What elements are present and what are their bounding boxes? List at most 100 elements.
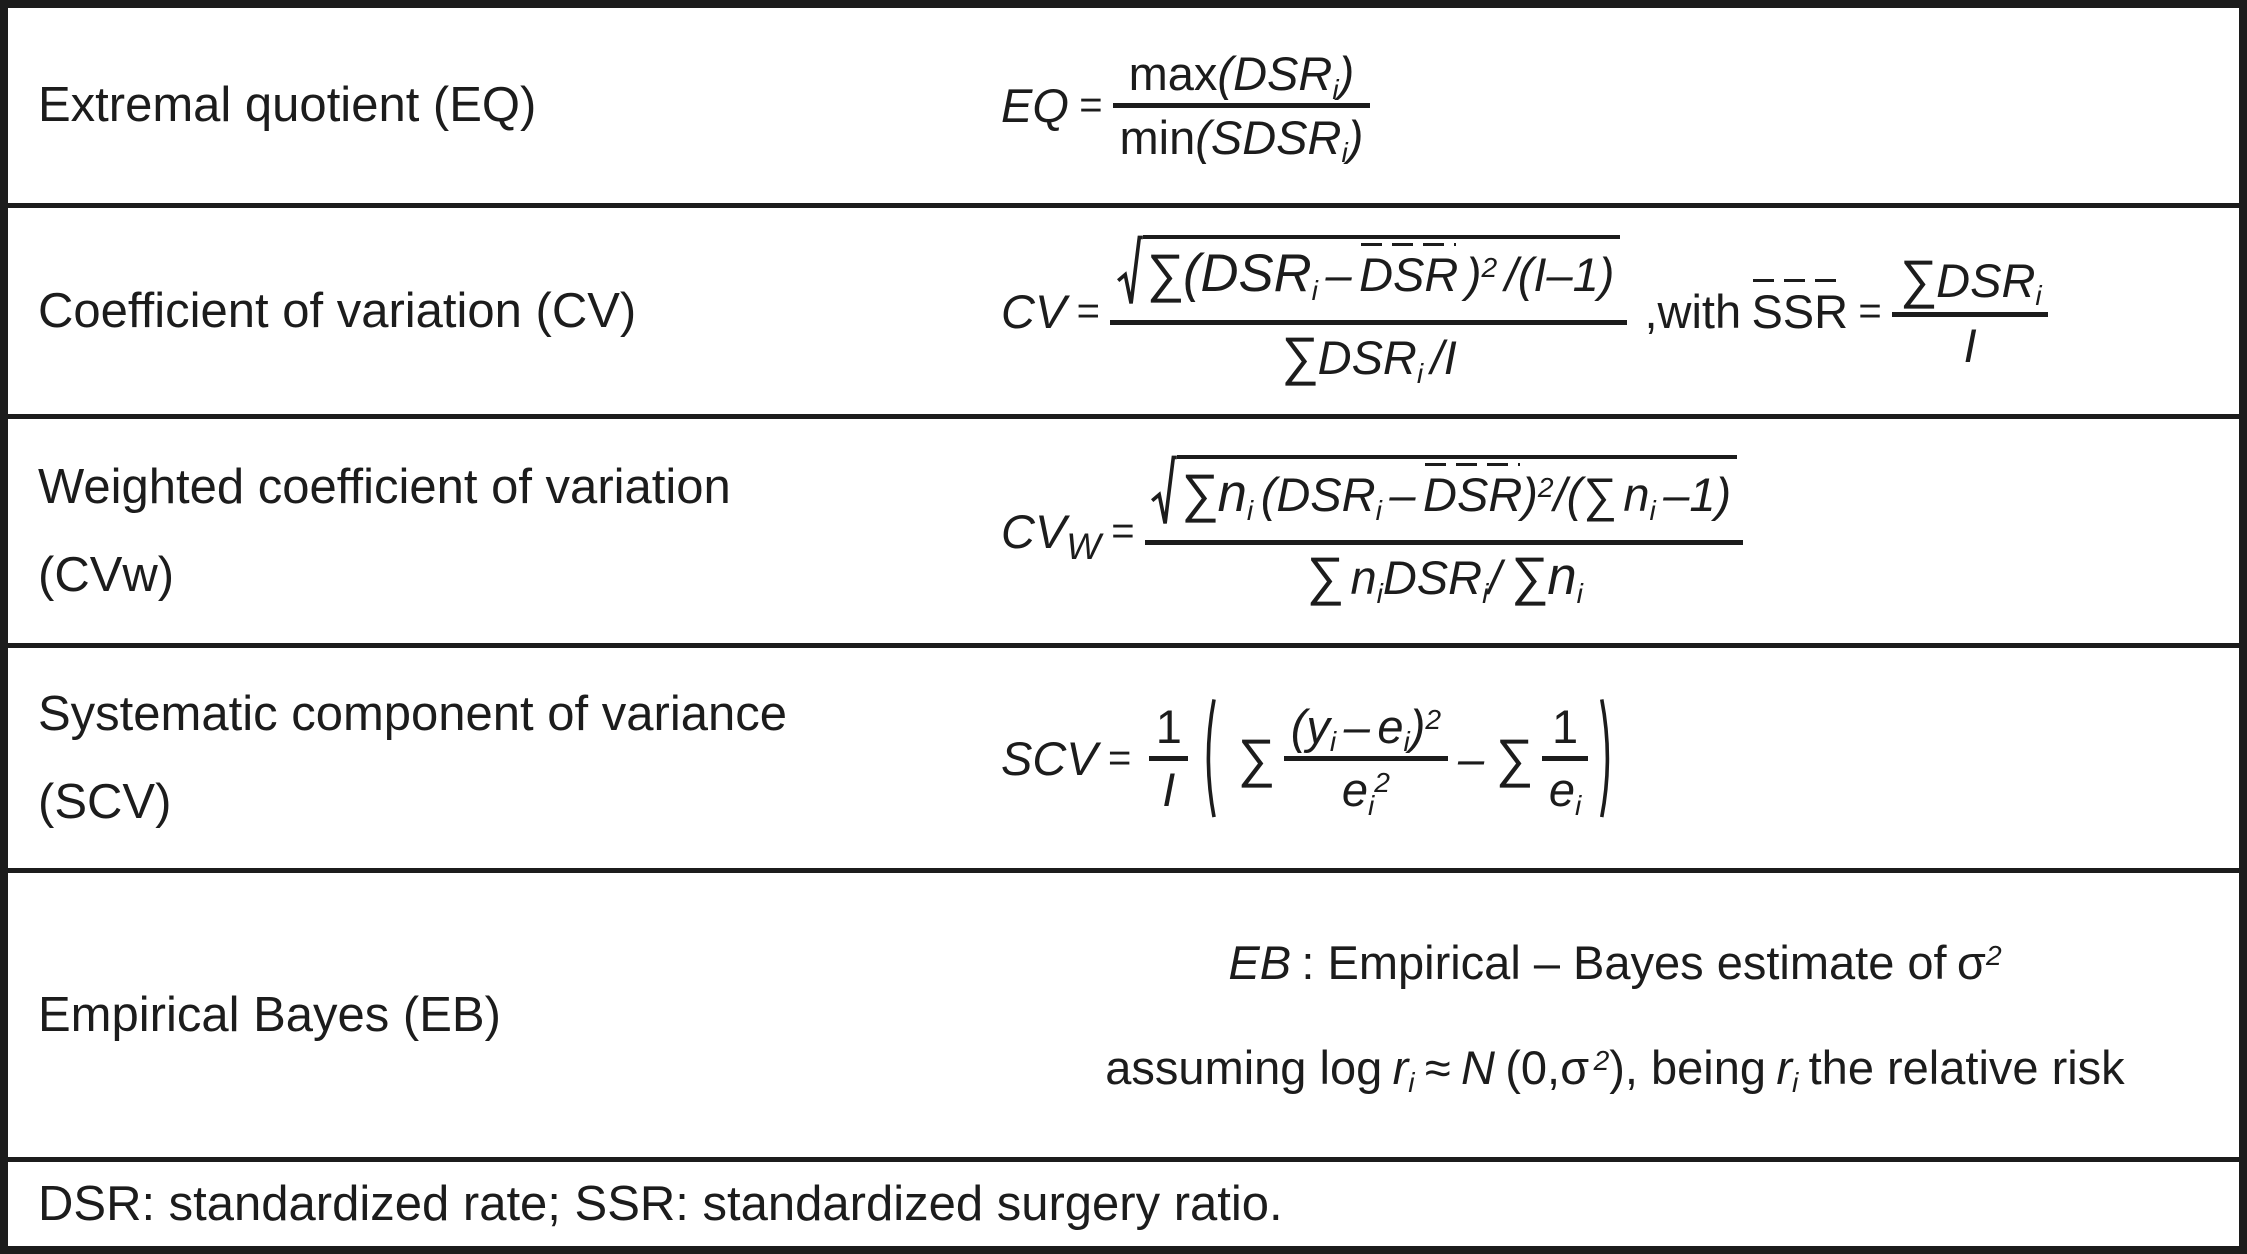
row-label: Coefficient of variation (CV) — [38, 283, 637, 338]
formula-lhs: EQ — [1001, 79, 1069, 132]
superscript: 2 — [1593, 1043, 1610, 1076]
close-paren: ) — [1347, 110, 1364, 164]
row-label-line2: (SCV) — [38, 775, 172, 829]
fraction-numerator: ∑DSRi — [1892, 247, 2048, 312]
variable: DSR — [1936, 253, 2036, 307]
subscript: i — [1329, 725, 1337, 758]
fraction: ∑ni(DSRi–DSR)2/(∑ni–1) ∑niDSRi/∑ni — [1144, 453, 1744, 610]
normal-distribution-symbol: N — [1460, 1041, 1495, 1094]
formula-scv: SCV = 1 I ∑ (yi–ei)2 ei2 – ∑ 1 — [973, 648, 2239, 868]
table-row-coefficient-of-variation: Coefficient of variation (CV) CV = ∑(DSR… — [8, 208, 2239, 419]
minus-one: –1) — [1663, 468, 1732, 522]
divisor: / — [1488, 551, 1502, 605]
square-root: ∑(DSRi–DSR)2/(I–1) — [1117, 234, 1621, 307]
variable: e — [1548, 763, 1576, 817]
dsr-mean-overbar: DSR — [1423, 462, 1523, 522]
formula-lhs: CV — [1001, 284, 1067, 338]
table-row-empirical-bayes: Empirical Bayes (EB) EB : Empirical – Ba… — [8, 873, 2239, 1162]
fraction-bar — [1110, 319, 1627, 325]
fraction-bar — [1284, 755, 1448, 761]
divisor: /(∑ — [1553, 468, 1616, 522]
radical-sign-icon — [1151, 455, 1177, 527]
fraction-denominator: ei — [1542, 761, 1588, 820]
subscript: i — [1575, 788, 1582, 821]
variable: CV — [1001, 504, 1067, 558]
row-label-cell: Coefficient of variation (CV) — [8, 208, 973, 414]
subscript: i — [1376, 576, 1383, 609]
fraction-bar — [1112, 103, 1370, 108]
subscript: i — [2035, 279, 2042, 312]
variable: r — [1392, 1041, 1409, 1094]
equals-sign: = — [1111, 508, 1135, 553]
row-label-cell: Empirical Bayes (EB) — [8, 873, 973, 1157]
assumption-text: assuming log — [1105, 1041, 1383, 1094]
open-args: (0,σ — [1505, 1041, 1590, 1094]
table-row-extremal-quotient: Extremal quotient (EQ) EQ = max(DSRi) mi… — [8, 8, 2239, 208]
fraction-numerator: max(DSRi) — [1122, 44, 1361, 105]
minus-sign: – — [1343, 699, 1370, 753]
fraction-numerator: ∑ni(DSRi–DSR)2/(∑ni–1) — [1145, 453, 1744, 540]
assumption-tail-text: the relative risk — [1808, 1041, 2125, 1094]
fraction-bar — [1892, 311, 2049, 317]
formula-lhs: SCV — [1001, 731, 1098, 785]
fraction-denominator: I — [1963, 319, 1977, 373]
sum-operator: ∑n — [1509, 547, 1577, 607]
variable: (y — [1290, 699, 1330, 753]
subscript: i — [1408, 1066, 1415, 1099]
dsr-mean-overbar: DSR — [1359, 242, 1459, 302]
fraction-denominator: ei2 — [1335, 761, 1396, 820]
row-label-line2: (CVw) — [38, 548, 175, 602]
fraction: max(DSRi) min(SDSRi) — [1112, 44, 1370, 168]
sum-operator: ∑ — [1898, 249, 1937, 309]
subscript: i — [1416, 356, 1424, 389]
relative-risk-variable: ri — [1776, 1040, 1798, 1098]
subscript: i — [1332, 72, 1339, 105]
close-paren: ) — [1465, 248, 1482, 302]
minus-sign: – — [1389, 468, 1416, 522]
subscript: i — [1311, 273, 1318, 306]
variable: DSR — [1382, 551, 1483, 605]
fraction-denominator: min(SDSRi) — [1113, 108, 1370, 168]
sum-operator: ∑ — [1494, 728, 1532, 788]
approx-symbol: ≈ — [1424, 1041, 1451, 1094]
equals-sign: = — [1858, 288, 1882, 333]
sigma-symbol: σ — [1956, 936, 1986, 989]
equals-sign: = — [1079, 83, 1103, 127]
table-footnote-row: DSR: standardized rate; SSR: standardize… — [8, 1162, 2239, 1246]
variable: r — [1776, 1041, 1793, 1094]
sum-operator: ∑ — [1236, 728, 1274, 788]
variable: (DSR — [1217, 47, 1333, 101]
fraction: (yi–ei)2 ei2 — [1284, 697, 1448, 821]
parenthesized-group: ∑ (yi–ei)2 ei2 – ∑ 1 ei — [1199, 687, 1617, 828]
table-row-systematic-component-of-variance: Systematic component of variance (SCV) S… — [8, 648, 2239, 873]
variable: n — [1350, 551, 1377, 605]
equals-sign: = — [1107, 735, 1132, 780]
variable: e — [1341, 763, 1369, 817]
subscript: i — [1368, 788, 1375, 821]
variable: (DSR — [1260, 468, 1376, 522]
superscript: 2 — [1481, 251, 1498, 284]
paren-close-icon — [1598, 697, 1617, 820]
fraction-bar — [1144, 539, 1744, 545]
definition-text: : Empirical – Bayes estimate of — [1301, 936, 1947, 989]
radicand: ∑(DSRi–DSR)2/(I–1) — [1142, 234, 1621, 307]
formula-cv: CV = ∑(DSRi–DSR)2/(I–1) ∑DSRi/I ,with SS… — [973, 208, 2239, 414]
row-label: Empirical Bayes (EB) — [38, 987, 501, 1042]
radicand: ∑ni(DSRi–DSR)2/(∑ni–1) — [1177, 454, 1737, 527]
subscript: i — [1576, 576, 1583, 609]
fraction: ∑DSRi I — [1892, 247, 2049, 376]
fraction: 1 ei — [1542, 697, 1588, 821]
close-paren: ) — [1338, 47, 1355, 101]
row-label-line1: Systematic component of variance — [38, 686, 787, 741]
variable: e — [1377, 699, 1404, 753]
fraction-bar — [1149, 755, 1189, 761]
divisor: /(I–1) — [1504, 248, 1615, 302]
square-root: ∑ni(DSRi–DSR)2/(∑ni–1) — [1151, 454, 1737, 527]
fraction-bar — [1542, 755, 1588, 761]
close-paren: ) — [1409, 699, 1426, 753]
superscript: 2 — [1374, 766, 1390, 799]
superscript: 2 — [1985, 938, 2002, 971]
sum-operator: ∑ — [1305, 547, 1343, 607]
fraction: ∑(DSRi–DSR)2/(I–1) ∑DSRi/I — [1110, 233, 1627, 390]
